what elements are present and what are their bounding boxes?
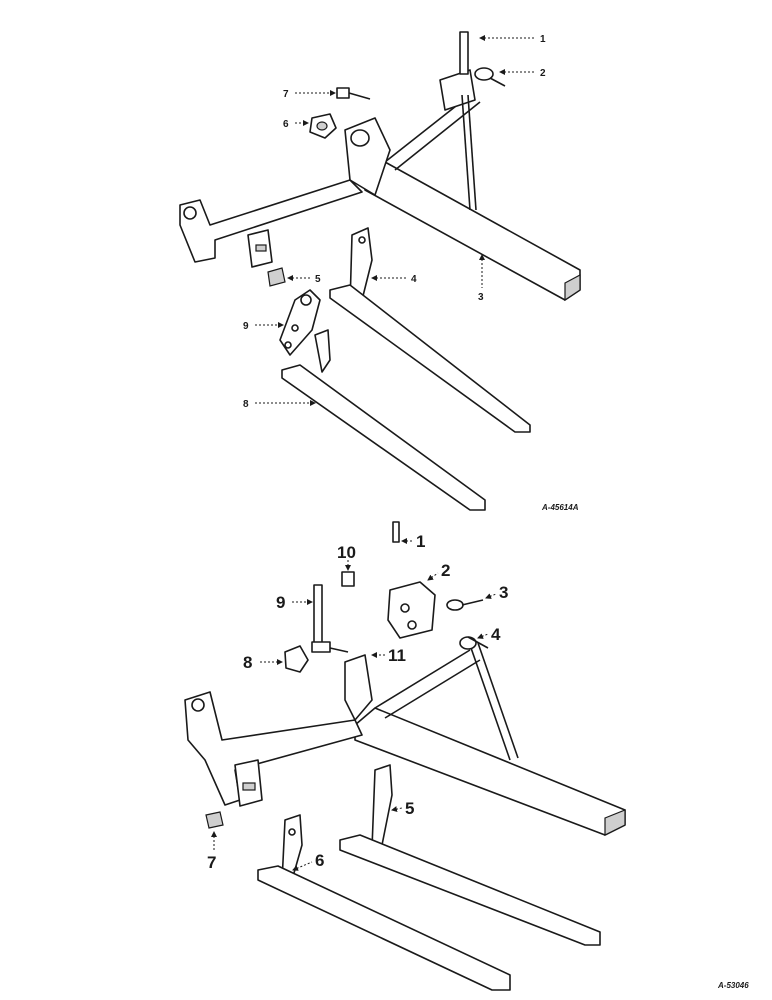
lower-part-1-pin: [392, 521, 400, 543]
upper-part-1-pin: [459, 31, 469, 75]
lower-part-6-shank: [257, 814, 511, 991]
lower-callout-5: 5: [391, 799, 414, 818]
svg-text:5: 5: [315, 274, 321, 285]
lower-part-5-shank: [339, 764, 601, 946]
lower-brace-rod: [469, 644, 511, 761]
upper-callout-2: 2: [499, 68, 546, 79]
svg-text:7: 7: [283, 89, 289, 100]
svg-text:9: 9: [276, 593, 285, 612]
svg-text:4: 4: [411, 274, 417, 285]
svg-text:8: 8: [243, 653, 252, 672]
lower-diagram-code: A-53046: [717, 981, 749, 990]
svg-text:11: 11: [388, 646, 406, 665]
lower-callout-3: 3: [485, 583, 508, 602]
upper-callout-8: 8: [243, 399, 316, 410]
upper-callout-5: 5: [287, 274, 321, 285]
svg-text:2: 2: [540, 68, 546, 79]
upper-brace-rod: [461, 94, 471, 211]
upper-part-8-shank: [281, 329, 486, 511]
lower-callout-1: 1: [401, 532, 425, 551]
upper-callout-6: 6: [283, 119, 309, 130]
lower-callout-7: 7: [207, 831, 217, 872]
upper-part-9-plate: [279, 289, 321, 356]
svg-text:1: 1: [540, 34, 546, 45]
lower-part-7-wedge: [205, 811, 224, 829]
upper-part-7-bolt: [336, 87, 371, 100]
svg-text:3: 3: [499, 583, 508, 602]
svg-text:8: 8: [243, 399, 249, 410]
lower-callout-11: 11: [371, 646, 406, 665]
lower-callout-6: 6: [292, 851, 324, 871]
svg-text:7: 7: [207, 853, 216, 872]
lower-hitch-arm: [184, 691, 363, 807]
upper-mount-bracket: [344, 117, 391, 196]
svg-text:4: 4: [491, 625, 501, 644]
svg-text:3: 3: [478, 292, 484, 303]
svg-text:10: 10: [337, 543, 356, 562]
lower-callout-8: 8: [243, 653, 283, 672]
upper-diagram: 1 2 3 4 5 6 7 8: [179, 31, 581, 512]
lower-callout-2: 2: [427, 561, 450, 581]
lower-callout-4: 4: [477, 625, 501, 644]
upper-callout-4: 4: [371, 274, 417, 285]
lower-part-3-bolt: [446, 599, 484, 611]
upper-diagram-code: A-45614A: [541, 503, 579, 512]
upper-part-3-beam: [364, 69, 581, 302]
upper-callout-1: 1: [479, 34, 546, 45]
lower-part-9-bolt: [311, 584, 349, 653]
upper-part-4-shank: [329, 227, 531, 433]
svg-text:5: 5: [405, 799, 414, 818]
lower-part-4-collar: [459, 636, 489, 650]
svg-text:2: 2: [441, 561, 450, 580]
lower-diagram: 1 2 3 4 5 6 7 8: [184, 521, 749, 991]
lower-main-beam: [354, 649, 626, 836]
upper-callout-3: 3: [478, 254, 485, 303]
lower-part-11-clip: [344, 654, 373, 721]
upper-callout-7: 7: [283, 89, 336, 100]
upper-callout-9: 9: [243, 321, 284, 332]
lower-part-2-bracket: [387, 581, 436, 639]
svg-text:6: 6: [283, 119, 289, 130]
upper-part-2-bolt: [474, 67, 506, 87]
lower-callout-9: 9: [276, 593, 313, 612]
upper-hitch-arm: [179, 179, 363, 268]
lower-part-10-pin: [341, 571, 355, 587]
lower-callout-10: 10: [337, 543, 356, 571]
lower-part-8-nut: [284, 645, 309, 673]
svg-text:9: 9: [243, 321, 249, 332]
upper-part-5-wedge: [267, 267, 286, 287]
upper-part-6-nut: [309, 113, 337, 139]
svg-text:6: 6: [315, 851, 324, 870]
svg-text:1: 1: [416, 532, 425, 551]
